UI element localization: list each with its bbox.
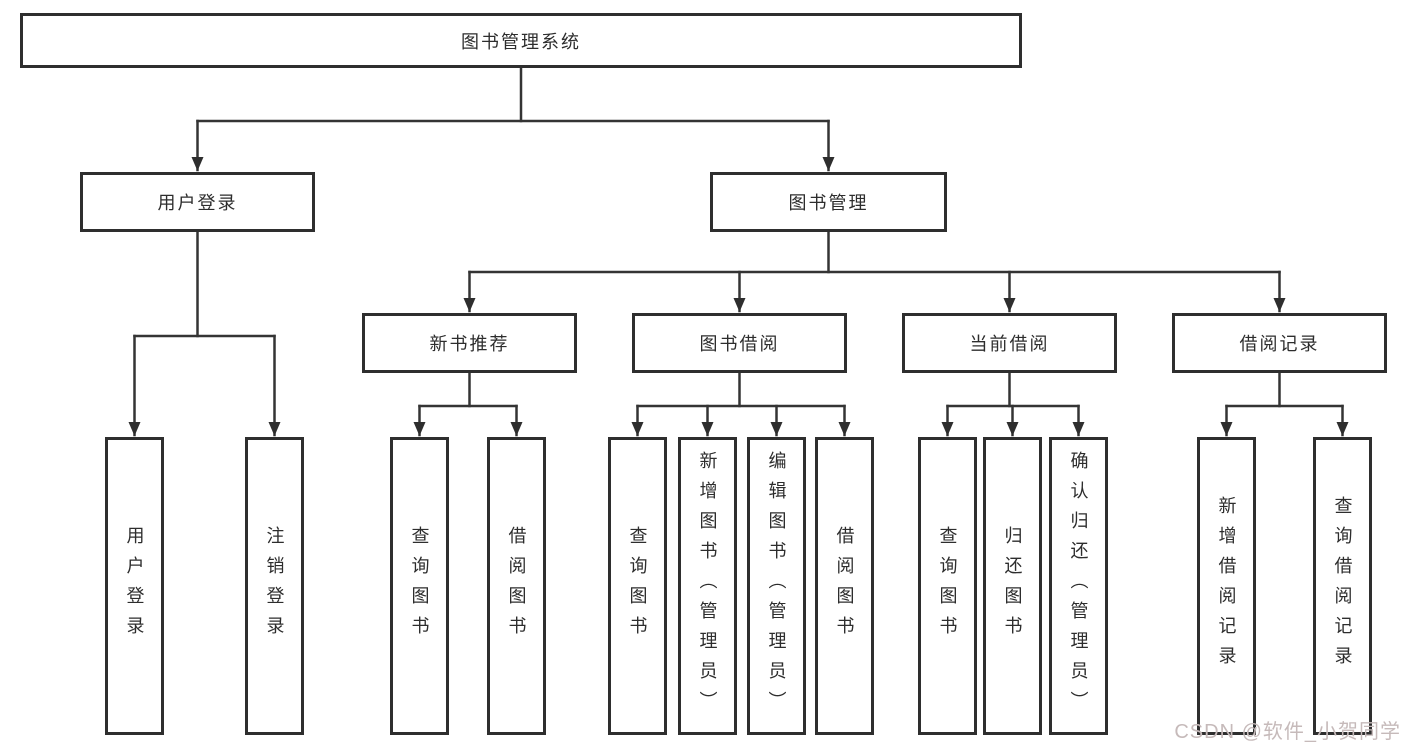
node-label: 查询图书 bbox=[409, 526, 430, 646]
leaf-query-books-borrow: 查询图书 bbox=[608, 437, 667, 735]
node-label: 图书借阅 bbox=[699, 334, 780, 354]
node-book-borrowing: 图书借阅 bbox=[632, 313, 847, 373]
node-label: 查询借阅记录 bbox=[1332, 496, 1353, 676]
watermark: CSDN @软件_小贺同学 bbox=[1174, 721, 1401, 743]
leaf-user-login: 用户登录 bbox=[105, 437, 164, 735]
node-borrowing-records: 借阅记录 bbox=[1172, 313, 1387, 373]
node-label: 用户登录 bbox=[157, 193, 238, 213]
leaf-return-books: 归还图书 bbox=[983, 437, 1042, 735]
node-user-login: 用户登录 bbox=[80, 172, 315, 232]
leaf-confirm-return-admin: 确认归还（管理员） bbox=[1049, 437, 1108, 735]
node-label: 借阅记录 bbox=[1239, 334, 1320, 354]
node-label: 归还图书 bbox=[1002, 526, 1023, 646]
node-label: 编辑图书（管理员） bbox=[766, 451, 787, 721]
node-label: 查询图书 bbox=[627, 526, 648, 646]
leaf-add-borrow-record: 新增借阅记录 bbox=[1197, 437, 1256, 735]
node-label: 用户登录 bbox=[124, 526, 145, 646]
node-label: 当前借阅 bbox=[969, 334, 1050, 354]
node-book-management-system: 图书管理系统 bbox=[20, 13, 1022, 68]
node-current-borrowing: 当前借阅 bbox=[902, 313, 1117, 373]
node-label: 新增图书（管理员） bbox=[697, 451, 718, 721]
leaf-query-books-recommend: 查询图书 bbox=[390, 437, 449, 735]
node-label: 借阅图书 bbox=[506, 526, 527, 646]
leaf-edit-books-admin: 编辑图书（管理员） bbox=[747, 437, 806, 735]
node-label: 图书管理 bbox=[788, 193, 869, 213]
leaf-query-borrow-record: 查询借阅记录 bbox=[1313, 437, 1372, 735]
node-label: 图书管理系统 bbox=[461, 31, 581, 52]
node-label: 查询图书 bbox=[937, 526, 958, 646]
leaf-logout: 注销登录 bbox=[245, 437, 304, 735]
node-label: 新增借阅记录 bbox=[1216, 496, 1237, 676]
node-label: 注销登录 bbox=[264, 526, 285, 646]
node-label: 确认归还（管理员） bbox=[1068, 451, 1089, 721]
node-label: 新书推荐 bbox=[429, 334, 510, 354]
leaf-query-books-current: 查询图书 bbox=[918, 437, 977, 735]
node-new-book-recommend: 新书推荐 bbox=[362, 313, 577, 373]
leaf-borrow-books-recommend: 借阅图书 bbox=[487, 437, 546, 735]
leaf-borrow-books: 借阅图书 bbox=[815, 437, 874, 735]
node-label: 借阅图书 bbox=[834, 526, 855, 646]
node-book-management: 图书管理 bbox=[710, 172, 947, 232]
leaf-add-books-admin: 新增图书（管理员） bbox=[678, 437, 737, 735]
